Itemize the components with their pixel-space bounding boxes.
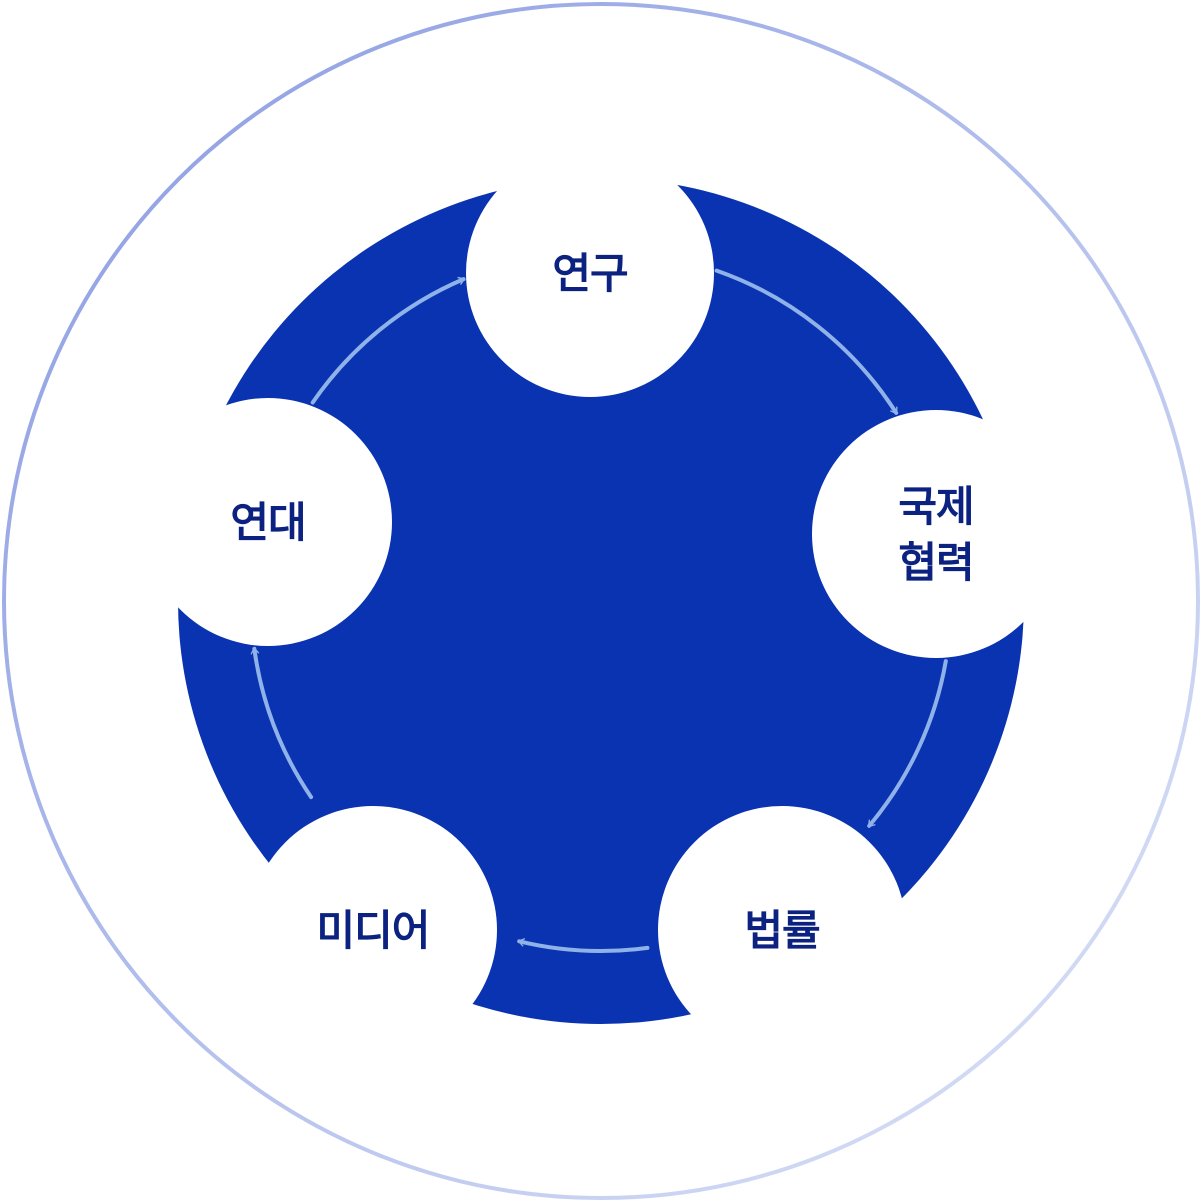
cycle-node-circle — [144, 398, 392, 646]
cycle-node-solidarity: 연대 — [144, 398, 392, 646]
cycle-node-label: 협력 — [898, 538, 973, 587]
cycle-node-label: 미디어 — [317, 906, 430, 955]
cycle-node-label: 국제 — [898, 482, 973, 531]
cycle-node-label: 연대 — [230, 498, 305, 547]
cycle-arrows — [250, 268, 948, 953]
cycle-node-circle — [812, 410, 1060, 658]
cycle-arrow-media — [250, 646, 314, 800]
cycle-node-research: 연구 — [466, 149, 714, 397]
cycle-node-label: 법률 — [744, 906, 820, 955]
cycle-node-law: 법률 — [658, 806, 906, 1054]
cycle-arrow-international-cooperation — [867, 659, 948, 828]
cycle-node-label: 연구 — [552, 249, 628, 298]
cycle-arrow-law — [517, 938, 650, 953]
cycle-node-circle — [249, 806, 497, 1054]
cycle-arrow-research — [714, 268, 899, 415]
cycle-node-media: 미디어 — [249, 806, 497, 1054]
cycle-arrow-solidarity — [310, 276, 466, 405]
cycle-node-circle — [658, 806, 906, 1054]
cycle-node-circle — [466, 149, 714, 397]
